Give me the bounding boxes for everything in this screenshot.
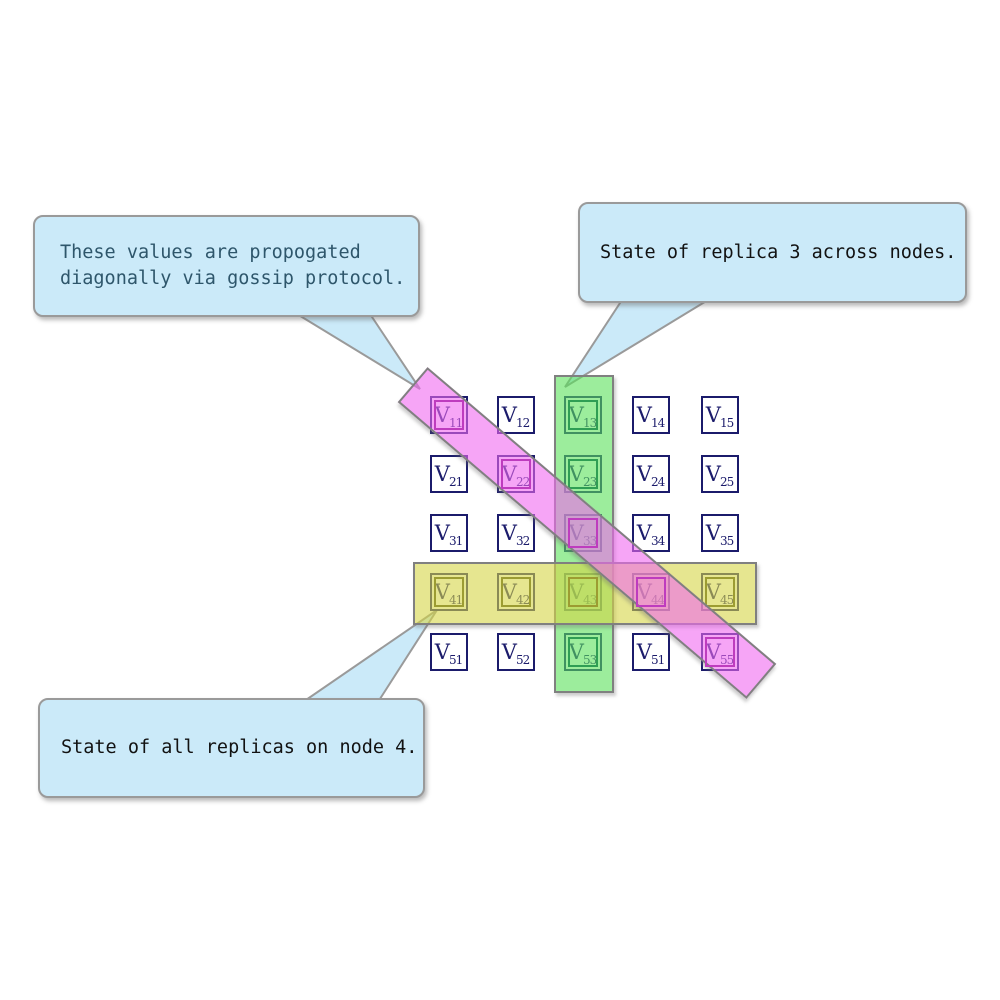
matrix-cell-r1c5: V15	[701, 396, 739, 434]
cell-label: V31	[434, 520, 463, 548]
matrix-cell-r5c4: V51	[632, 633, 670, 671]
matrix-cell-r2c1: V21	[430, 455, 468, 493]
cell-label: V35	[705, 520, 734, 548]
cell-label: V24	[636, 461, 665, 489]
cell-label: V14	[636, 402, 665, 430]
matrix-cell-r3c1: V31	[430, 514, 468, 552]
gossip-callout-text-line1: These values are propogated	[60, 242, 361, 263]
cell-label: V12	[501, 402, 530, 430]
cell-label: V51	[636, 639, 665, 667]
cell-label: V52	[501, 639, 530, 667]
gossip-callout-tail	[293, 313, 421, 390]
replica-callout-text: State of replica 3 across nodes.	[600, 241, 957, 263]
matrix-cell-r2c4: V24	[632, 455, 670, 493]
matrix-cell-r3c2: V32	[497, 514, 535, 552]
gossip-callout: These values are propogated diagonally v…	[33, 215, 420, 317]
replica-callout-tail	[564, 299, 712, 388]
cell-label: V21	[434, 461, 463, 489]
replica-callout: State of replica 3 across nodes.	[578, 202, 967, 303]
matrix-cell-r2c5: V25	[701, 455, 739, 493]
node-callout-text: State of all replicas on node 4.	[61, 737, 418, 758]
cell-label: V25	[705, 461, 734, 489]
cell-label: V51	[434, 639, 463, 667]
matrix-cell-r5c2: V52	[497, 633, 535, 671]
node-row-band	[413, 562, 757, 625]
matrix-cell-r5c1: V51	[430, 633, 468, 671]
matrix-cell-r3c5: V35	[701, 514, 739, 552]
cell-label: V32	[501, 520, 530, 548]
matrix-cell-r1c4: V14	[632, 396, 670, 434]
gossip-callout-text-line2: diagonally via gossip protocol.	[60, 268, 406, 289]
node-callout: State of all replicas on node 4.	[38, 698, 425, 798]
cell-label: V34	[636, 520, 665, 548]
matrix-cell-r1c2: V12	[497, 396, 535, 434]
cell-label: V15	[705, 402, 734, 430]
